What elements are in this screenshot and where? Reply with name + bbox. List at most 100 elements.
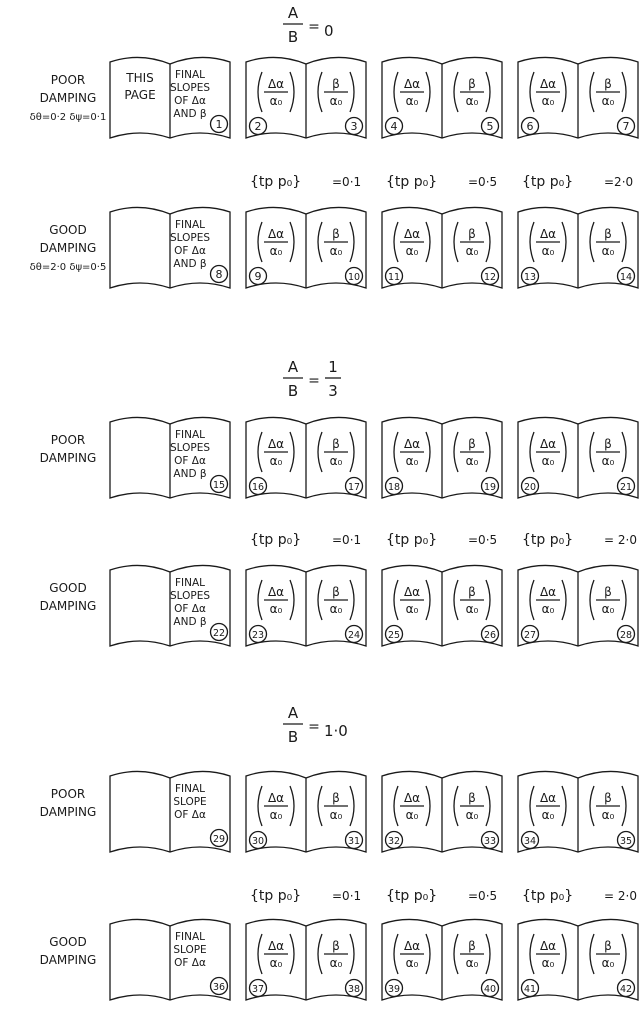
number-label: 23 [252, 630, 264, 641]
final-slopes-text: AND β [173, 468, 206, 480]
ratio-book-1: Δαα₀βα₀23 [246, 57, 366, 138]
fraction-denominator: α₀ [466, 244, 479, 258]
number-label: 37 [252, 984, 264, 995]
final-slopes-text: OF Δα [174, 95, 206, 107]
fraction-denominator: α₀ [466, 956, 479, 970]
damping-label-line: GOOD [49, 223, 86, 237]
final-slopes-text: AND β [173, 258, 206, 270]
good-damping-row-2: GOODDAMPINGFINALSLOPESOF ΔαAND β22Δαα₀βα… [40, 565, 638, 646]
fraction-denominator: α₀ [406, 244, 419, 258]
ratio-value-numerator: 1 [328, 358, 338, 376]
left-page-text: PAGE [124, 88, 155, 102]
fraction-denominator: α₀ [330, 454, 343, 468]
number-label: 16 [252, 482, 264, 493]
fraction-numerator: Δα [268, 585, 284, 599]
number-label: 38 [348, 984, 360, 995]
ratio-value: 1·0 [324, 722, 348, 740]
fraction-numerator: β [604, 791, 612, 805]
final-slopes-text: FINAL [175, 577, 205, 589]
damping-label-line: DAMPING [40, 805, 97, 819]
fraction-denominator: α₀ [270, 602, 283, 616]
fraction-numerator: β [332, 77, 340, 91]
number-label: 19 [484, 482, 496, 493]
fraction-numerator: β [332, 791, 340, 805]
damping-label-line: DAMPING [40, 91, 97, 105]
number-label: 2 [255, 120, 262, 133]
fraction-denominator: α₀ [542, 244, 555, 258]
fraction-denominator: α₀ [542, 454, 555, 468]
fraction-numerator: β [332, 437, 340, 451]
number-label: 42 [620, 984, 632, 995]
fraction-denominator: α₀ [466, 94, 479, 108]
ratio-numerator: A [288, 4, 299, 22]
ratio-book-3: Δαα₀βα₀3435 [518, 771, 638, 852]
number-label: 11 [388, 272, 400, 283]
fraction-denominator: α₀ [406, 454, 419, 468]
number-label: 30 [252, 836, 264, 847]
fraction-numerator: β [468, 585, 476, 599]
ratio-header: AB=1·0 [283, 704, 348, 746]
tp-p0-row: {tp p₀}=0·1{tp p₀}=0·5{tp p₀}=2·0 [250, 174, 633, 190]
number-label: 1 [216, 118, 223, 131]
damping-label-line: DAMPING [40, 599, 97, 613]
tp-p0-group: {tp p₀} [386, 174, 437, 190]
damping-label-line: DAMPING [40, 451, 97, 465]
damping-label-line: GOOD [49, 581, 86, 595]
final-slopes-book: THISPAGEFINALSLOPESOF ΔαAND β1 [110, 57, 230, 138]
number-label: 34 [524, 836, 536, 847]
tp-p0-group: {tp p₀} [522, 532, 573, 548]
final-slopes-text: SLOPE [173, 944, 206, 956]
damping-label-line: POOR [51, 787, 85, 801]
final-slopes-text: FINAL [175, 219, 205, 231]
fraction-denominator: α₀ [330, 244, 343, 258]
damping-label-line: POOR [51, 433, 85, 447]
fraction-denominator: α₀ [270, 94, 283, 108]
final-slopes-book: FINALSLOPEOF Δα29 [110, 771, 230, 852]
number-label: 20 [524, 482, 536, 493]
ratio-book-1: Δαα₀βα₀910 [246, 207, 366, 288]
tp-p0-group: {tp p₀} [250, 174, 301, 190]
number-label: 18 [388, 482, 400, 493]
number-label: 3 [351, 120, 358, 133]
fraction-numerator: Δα [404, 585, 420, 599]
tp-p0-row: {tp p₀}=0·1{tp p₀}=0·5{tp p₀}= 2·0 [250, 532, 637, 548]
tp-p0-group: {tp p₀} [250, 532, 301, 548]
number-label: 17 [348, 482, 360, 493]
poor-damping-row-3: POORDAMPINGFINALSLOPEOF Δα29Δαα₀βα₀3031Δ… [40, 771, 638, 852]
number-label: 15 [213, 480, 225, 491]
fraction-numerator: Δα [268, 791, 284, 805]
tp-p0-value: = 2·0 [604, 533, 637, 547]
fraction-denominator: α₀ [542, 956, 555, 970]
fraction-numerator: β [332, 939, 340, 953]
final-slopes-text: AND β [173, 616, 206, 628]
tp-p0-row: {tp p₀}=0·1{tp p₀}=0·5{tp p₀}= 2·0 [250, 888, 637, 904]
number-label: 9 [255, 270, 262, 283]
fraction-denominator: α₀ [330, 602, 343, 616]
final-slopes-text: SLOPES [170, 82, 210, 94]
ratio-equals: = [308, 373, 320, 389]
tp-p0-value: =0·5 [468, 889, 497, 903]
number-label: 6 [527, 120, 534, 133]
number-label: 4 [391, 120, 398, 133]
damping-label-line: GOOD [49, 935, 86, 949]
ratio-value: 0 [324, 22, 334, 40]
fraction-denominator: α₀ [330, 808, 343, 822]
fraction-denominator: α₀ [406, 956, 419, 970]
ratio-book-1: Δαα₀βα₀2324 [246, 565, 366, 646]
final-slopes-text: FINAL [175, 69, 205, 81]
fraction-denominator: α₀ [602, 94, 615, 108]
ratio-value-denominator: 3 [328, 382, 338, 400]
tp-p0-group: {tp p₀} [386, 888, 437, 904]
fraction-numerator: Δα [404, 939, 420, 953]
fraction-numerator: β [604, 77, 612, 91]
fraction-denominator: α₀ [542, 602, 555, 616]
ratio-book-3: Δαα₀βα₀67 [518, 57, 638, 138]
fraction-denominator: α₀ [602, 244, 615, 258]
number-label: 36 [213, 982, 225, 993]
number-label: 33 [484, 836, 496, 847]
fraction-numerator: Δα [404, 77, 420, 91]
ratio-book-2: Δαα₀βα₀1112 [382, 207, 502, 288]
ratio-book-2: Δαα₀βα₀2526 [382, 565, 502, 646]
